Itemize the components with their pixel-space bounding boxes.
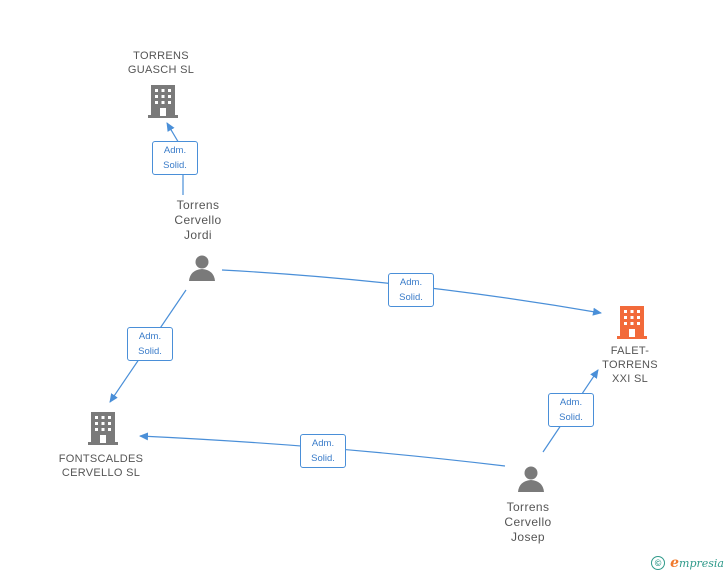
company-label-torrens-guasch[interactable]: TORRENS GUASCH SL <box>111 49 211 77</box>
person-name-line2: Cervello <box>504 515 552 529</box>
person-name-line2: Cervello <box>174 213 222 227</box>
brand-logo: empresia <box>670 555 724 571</box>
edge-label-line2: Solid. <box>559 412 583 423</box>
company-name-line1: FALET- <box>610 345 650 357</box>
brand-initial: e <box>670 555 680 571</box>
edge-label-line2: Solid. <box>163 160 187 171</box>
person-label-josep[interactable]: Torrens Cervello Josep <box>488 500 568 545</box>
edge-label-line2: Solid. <box>399 292 423 303</box>
edge-label-line1: Adm. <box>163 145 187 156</box>
edge-label-line1: Adm. <box>138 331 162 342</box>
edge-label-line2: Solid. <box>138 346 162 357</box>
company-name-line3: XXI SL <box>611 373 649 385</box>
company-name-line1: FONTSCALDES <box>58 453 144 465</box>
building-icon[interactable] <box>148 83 178 119</box>
person-label-jordi[interactable]: Torrens Cervello Jordi <box>158 198 238 243</box>
brand-name: mpresia <box>679 557 724 570</box>
person-name-line3: Jordi <box>183 228 212 242</box>
edge-label-line1: Adm. <box>311 438 335 449</box>
edge-label-line2: Solid. <box>311 453 335 464</box>
company-name-line2: CERVELLO SL <box>61 467 141 479</box>
company-label-falet-torrens[interactable]: FALET- TORRENS XXI SL <box>590 344 670 386</box>
edge-label-josep-falet-torrens: Adm. Solid. <box>548 393 594 427</box>
edge-label-line1: Adm. <box>399 277 423 288</box>
person-name-line1: Torrens <box>506 500 550 514</box>
edge-label-jordi-torrens-guasch: Adm. Solid. <box>152 141 198 175</box>
edge-label-jordi-falet-torrens: Adm. Solid. <box>388 273 434 307</box>
edge-label-josep-fontscaldes: Adm. Solid. <box>300 434 346 468</box>
company-name-line2: TORRENS <box>602 359 658 371</box>
building-icon-highlighted[interactable] <box>617 304 647 340</box>
brand-footer[interactable]: © empresia <box>651 555 724 571</box>
edge-label-jordi-fontscaldes: Adm. Solid. <box>127 327 173 361</box>
edge-label-line1: Adm. <box>559 397 583 408</box>
copyright-icon: © <box>651 556 666 570</box>
person-icon[interactable] <box>187 253 217 283</box>
person-name-line3: Josep <box>510 530 546 544</box>
company-name-line1: TORRENS <box>133 50 189 62</box>
company-name-line2: GUASCH SL <box>127 64 195 76</box>
person-name-line1: Torrens <box>176 198 220 212</box>
company-label-fontscaldes[interactable]: FONTSCALDES CERVELLO SL <box>45 452 157 480</box>
building-icon[interactable] <box>88 410 118 446</box>
person-icon[interactable] <box>516 464 546 494</box>
